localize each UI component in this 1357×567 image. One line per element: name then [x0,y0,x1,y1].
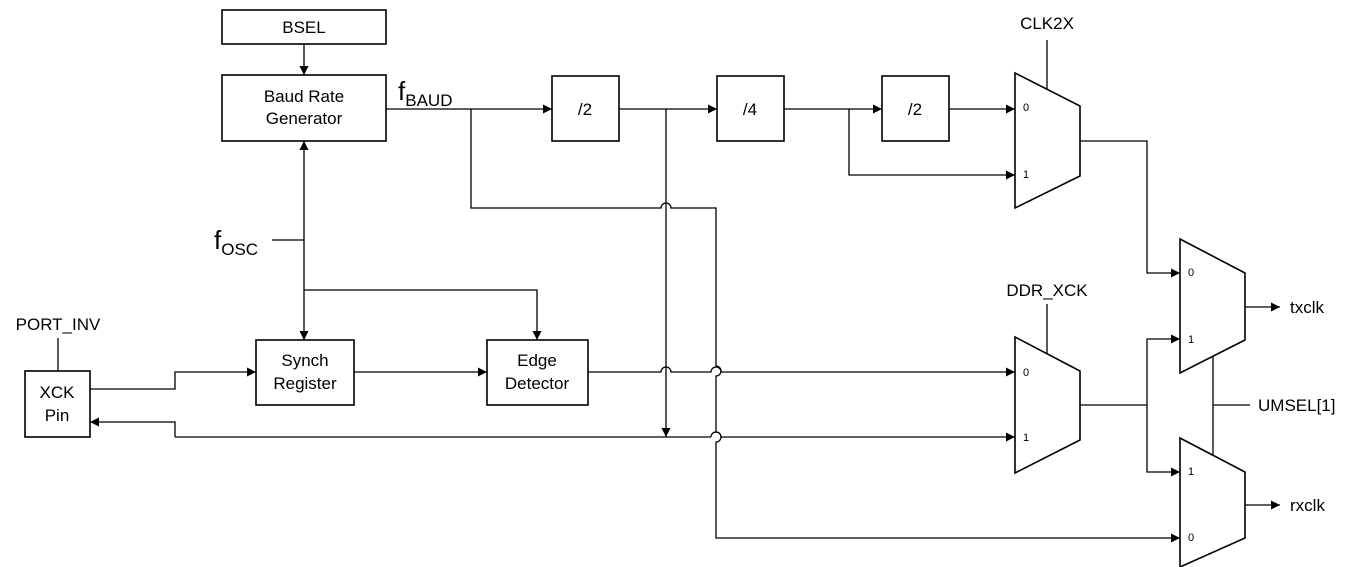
tx-mux-input-0: 0 [1188,267,1194,279]
divide-by-4-label: /4 [743,100,757,119]
wire-div4-to-clk2x-mux-1 [848,109,1015,180]
xck-pin-label-line1: XCK [40,383,76,402]
f-osc-label: fOSC [214,225,258,259]
rxclk-label: rxclk [1290,496,1325,515]
wire-xck-out-to-ddr-mux-1 [710,431,1015,442]
wire-ddr-mux-to-rx-mux-1 [1146,405,1180,477]
port-inv-label: PORT_INV [16,315,101,334]
baud-rate-generator-block: Baud Rate Generator [221,74,387,142]
divide-by-2-b-label: /2 [908,100,922,119]
txclk-label: txclk [1290,298,1325,317]
bsel-block: BSEL [221,9,387,45]
f-osc-base: f [214,225,222,255]
ddr-xck-label: DDR_XCK [1006,281,1088,300]
baud-rate-generator-label-line2: Generator [266,109,343,128]
rx-mux: 1 0 [1179,436,1246,567]
clk2x-mux-input-1: 1 [1023,169,1029,181]
bsel-label: BSEL [282,18,325,37]
f-baud-label: fBAUD [398,76,452,110]
divide-by-2-block-a: /2 [551,75,620,142]
clk2x-mux-input-0: 0 [1023,102,1029,114]
divide-by-2-a-label: /2 [578,100,592,119]
clk2x-label: CLK2X [1020,14,1074,33]
umsel-label: UMSEL[1] [1258,396,1335,415]
wire-fosc-to-edge-detector [304,289,542,340]
xck-pin-block: XCK Pin [24,370,91,438]
clk2x-mux: 0 1 [1014,71,1081,210]
f-osc-subscript: OSC [221,240,258,259]
baud-rate-generator-label-line1: Baud Rate [264,87,344,106]
synch-register-label-line2: Register [273,374,337,393]
f-baud-subscript: BAUD [405,91,452,110]
edge-detector-label-line1: Edge [517,351,557,370]
ddr-xck-mux-input-1: 1 [1023,432,1029,444]
divide-by-4-block: /4 [716,75,785,142]
wire-ddr-mux-to-tx-mux-1 [1146,334,1180,405]
edge-detector-block: Edge Detector [486,339,589,406]
wire-clk2x-mux-to-tx-mux-0 [1080,140,1180,278]
ddr-xck-mux-input-0: 0 [1023,367,1029,379]
wire-edge-to-ddr-mux-0 [588,366,1015,377]
f-baud-base: f [398,76,406,106]
ddr-xck-mux: 0 1 [1014,335,1081,475]
edge-detector-label-line2: Detector [505,374,570,393]
rx-mux-input-1: 1 [1188,466,1194,478]
tx-mux: 0 1 [1179,237,1246,375]
synch-register-block: Synch Register [255,339,355,406]
divide-by-2-block-b: /2 [881,75,950,142]
xck-pin-label-line2: Pin [45,406,70,425]
synch-register-label-line1: Synch [281,351,328,370]
rx-mux-input-0: 0 [1188,532,1194,544]
wire-xck-to-synch [90,367,256,390]
tx-mux-input-1: 1 [1188,334,1194,346]
wire-to-xck-pin [90,417,176,437]
